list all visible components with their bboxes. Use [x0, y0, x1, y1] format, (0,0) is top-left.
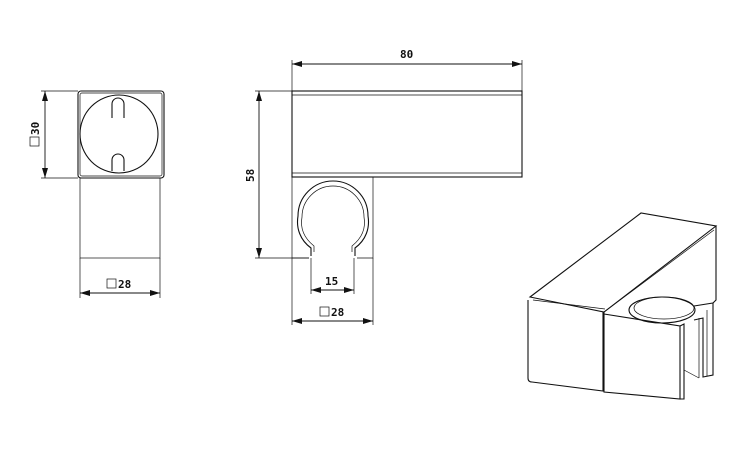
- slot-top: [111, 97, 125, 118]
- isometric-view: [527, 212, 718, 400]
- holder-ring: [296, 180, 370, 256]
- front-view-plate: [291, 90, 523, 178]
- dim-label-80: 80: [400, 48, 413, 61]
- dim-label-15: 15: [325, 275, 338, 288]
- dim-label-58: 58: [244, 169, 257, 182]
- front-view: 28 15 80 58: [244, 48, 523, 325]
- dim-label-30: 30: [29, 122, 42, 135]
- side-view: 28 30: [29, 90, 165, 298]
- mounting-disc: [79, 94, 159, 174]
- iso-front-face: [527, 300, 604, 392]
- dim-label-28-front: 28: [331, 306, 344, 319]
- side-view-plate: [77, 90, 165, 179]
- side-view-body: [79, 177, 161, 259]
- iso-holder-face: [603, 312, 681, 400]
- dim-label-28-side: 28: [118, 278, 131, 291]
- slot-bottom: [111, 153, 125, 171]
- iso-top-face: [528, 212, 718, 313]
